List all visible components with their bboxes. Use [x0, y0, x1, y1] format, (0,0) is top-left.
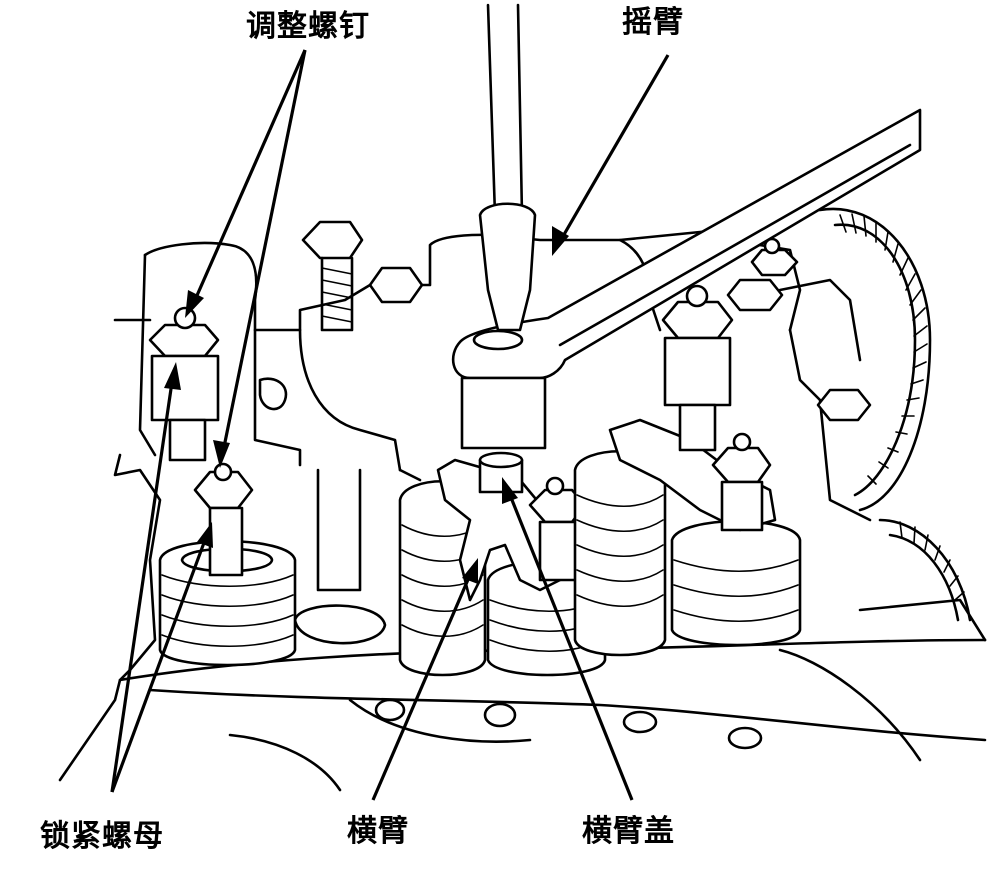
- label-adjusting-screw: 调整螺钉: [246, 9, 370, 44]
- valve-spring-middle: [398, 479, 607, 677]
- arrowhead-rocker-arm: [552, 226, 569, 256]
- adjust-screw-middle: [528, 476, 587, 582]
- arrowhead-cross-arm: [462, 558, 478, 584]
- leader-rocker-arm: [560, 54, 670, 239]
- label-lock-nut: 锁紧螺母: [40, 819, 164, 854]
- leader-lock-nut-upper: [110, 381, 174, 793]
- valve-spring-right: [573, 449, 802, 657]
- rear-bolt-left: [301, 220, 364, 332]
- arrowhead-adjusting-screw-upper: [185, 290, 204, 318]
- adjust-screw-right-upper: [661, 284, 734, 452]
- pushrod-left: [316, 468, 362, 592]
- bolt-right-top: [726, 237, 872, 422]
- adjust-screw-left-lower: [193, 462, 254, 577]
- rear-bolt-center: [368, 266, 424, 304]
- adjust-screw-right: [711, 432, 772, 532]
- label-cross-arm: 横臂: [347, 814, 409, 849]
- arrowhead-lock-nut-upper: [164, 362, 181, 390]
- arrowhead-adjusting-screw-lower: [213, 440, 230, 468]
- cross-arm-cap: [478, 451, 524, 494]
- leader-cross-arm: [371, 574, 472, 801]
- leader-cross-arm-cap: [508, 494, 634, 801]
- leader-lines: [110, 49, 670, 801]
- rocker-housing: [113, 228, 872, 522]
- label-cross-arm-cap: 横臂盖: [582, 814, 675, 849]
- arrowhead-cross-arm-cap: [502, 477, 518, 504]
- leader-lock-nut-lower: [110, 539, 207, 793]
- arrowhead-lock-nut-lower: [197, 522, 213, 548]
- leader-adjusting-screw-lower: [221, 49, 307, 453]
- label-rocker-arm: 摇臂: [622, 5, 684, 40]
- leader-adjusting-screw-upper: [193, 49, 307, 301]
- screwdriver: [478, 3, 537, 332]
- adjust-screw-left-upper: [148, 306, 220, 462]
- cam-gear: [818, 207, 972, 622]
